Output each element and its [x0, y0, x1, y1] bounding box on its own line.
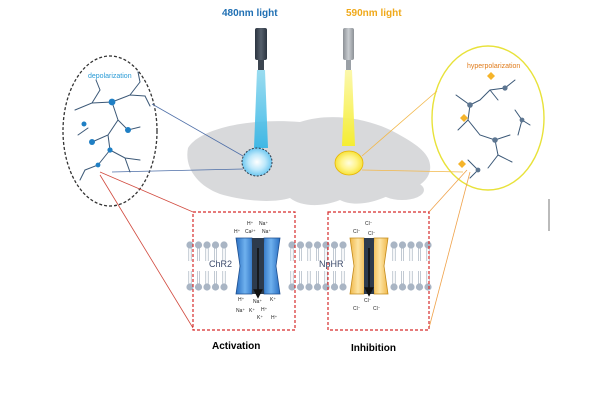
ion-label: Cl⁻: [365, 221, 373, 227]
blue-light-label: 480nm light: [222, 8, 278, 19]
hyperpolarization-label: hyperpolarization: [467, 63, 521, 70]
yellow-light-label: 590nm light: [346, 8, 402, 19]
lipid-head: [288, 283, 296, 291]
ion-label: Na⁺: [236, 308, 246, 314]
neurons-depolarized: [74, 71, 151, 181]
inhibition-box: [327, 211, 430, 331]
ion-label: H⁺: [234, 229, 241, 235]
ion-label: H⁺: [271, 315, 278, 321]
oval-connectors: [111, 90, 464, 173]
nphr-channel: [349, 237, 389, 297]
lipid-head: [390, 241, 398, 249]
blue-light-spot: [241, 147, 273, 177]
lipid-head: [398, 283, 407, 291]
ion-label: Na⁺: [259, 221, 269, 227]
lipid-head: [194, 241, 203, 249]
lipid-head: [211, 283, 220, 291]
lipid-head: [194, 283, 203, 291]
ion-label: Cl⁻: [353, 229, 361, 235]
ion-label: Na⁺: [262, 229, 272, 235]
depolarization-oval: [62, 55, 158, 207]
lipid-head: [407, 283, 415, 291]
lipid-head: [186, 241, 194, 249]
ion-label: K⁺: [249, 308, 255, 314]
activation-caption: Activation: [212, 341, 261, 352]
brain-silhouette: [187, 117, 431, 206]
lipid-head: [203, 283, 211, 291]
yellow-fiber: [342, 28, 355, 146]
ion-label: K⁺: [257, 315, 263, 321]
lipid-head: [313, 283, 322, 291]
activation-box: [192, 211, 296, 331]
neurons-hyperpolarized: [455, 79, 531, 179]
lipid-head: [305, 283, 313, 291]
neuron-somata-right: [467, 85, 525, 173]
ion-label: Cl⁻: [368, 231, 376, 237]
channel-connectors: [99, 169, 471, 329]
blue-fiber: [254, 28, 268, 148]
ion-label: Cl⁻: [373, 306, 381, 312]
lipid-head: [186, 283, 194, 291]
chr2-channel: [235, 237, 281, 299]
ion-label: H⁺: [247, 221, 254, 227]
lipid-head: [288, 241, 296, 249]
lipid-head: [220, 283, 228, 291]
lipid-head: [203, 241, 211, 249]
inhibition-caption: Inhibition: [351, 343, 396, 354]
lipid-head: [424, 283, 432, 291]
lipid-head: [407, 241, 415, 249]
lipid-head: [330, 241, 339, 249]
ion-label: Cl⁻: [364, 298, 372, 304]
lipid-head: [305, 241, 313, 249]
lipid-head: [296, 241, 305, 249]
hyperpolarization-markers: [458, 72, 495, 168]
lipid-head: [211, 241, 220, 249]
lipid-head: [339, 283, 347, 291]
lipid-head: [398, 241, 407, 249]
lipid-head: [313, 241, 322, 249]
ion-label: Cl⁻: [353, 306, 361, 312]
lipid-head: [390, 283, 398, 291]
ion-label: H⁺: [261, 307, 268, 313]
lipid-head: [330, 283, 339, 291]
lipid-head: [220, 241, 228, 249]
lipid-head: [296, 283, 305, 291]
ion-label: H⁺: [238, 297, 245, 303]
ion-label: Ca²⁺: [245, 229, 256, 235]
chr2-label: ChR2: [209, 259, 233, 269]
ion-label: K⁺: [270, 297, 276, 303]
nphr-label: NpHR: [319, 259, 344, 269]
neuron-somata-left: [81, 98, 131, 168]
lipid-head: [415, 283, 424, 291]
cell-membrane: [186, 241, 432, 291]
ion-label: Na⁺: [253, 299, 263, 305]
hyperpolarization-oval: [431, 45, 545, 191]
depolarization-label: depolarization: [88, 73, 132, 80]
yellow-light-spot: [334, 150, 364, 176]
lipid-head: [339, 241, 347, 249]
lipid-head: [424, 241, 432, 249]
lipid-head: [415, 241, 424, 249]
